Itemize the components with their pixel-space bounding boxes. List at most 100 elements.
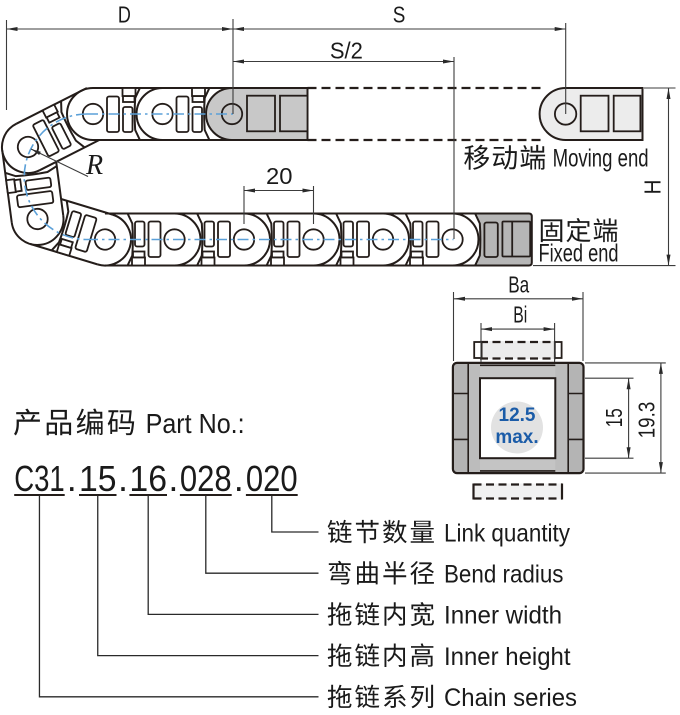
fixed-end-label: Fixed end	[539, 218, 619, 268]
callout-label-zh	[327, 684, 434, 709]
chain-link	[29, 198, 132, 267]
link-pin-hole	[16, 135, 40, 159]
link-slot-narrow	[64, 210, 82, 238]
dimension-lines-height	[533, 87, 676, 267]
fixed-end-bracket-outline	[473, 212, 533, 267]
part-no-callout-lines	[38, 495, 319, 698]
part-no-underline	[14, 494, 65, 496]
chain-link	[244, 212, 341, 267]
link-pin-hole	[26, 207, 49, 231]
arrowhead	[666, 254, 671, 266]
part-no-segment: 16	[129, 458, 167, 499]
crossbar-end-cap	[553, 341, 563, 359]
link-disc-arc	[1, 122, 41, 174]
part-no-segment: 15	[79, 458, 117, 499]
part-no-dot: .	[67, 458, 77, 499]
end-link-slot	[279, 94, 309, 133]
part-no-segment: 028	[180, 458, 232, 499]
link-latch-inner	[191, 95, 205, 103]
max-diameter-circle	[491, 401, 543, 454]
moving-end-label: Moving end	[464, 145, 649, 173]
moving-end-label-en: Moving end	[553, 145, 649, 173]
link-slot-narrow	[122, 106, 134, 133]
end-link-slot	[246, 94, 276, 133]
fixed-end-slot	[501, 220, 532, 258]
radius-leader-line	[30, 148, 89, 177]
part-no-heading-en: Part No.:	[146, 408, 245, 439]
link-slot-wide	[16, 190, 55, 209]
dim-label-ba: Ba	[508, 272, 530, 298]
fixed-end-label-en: Fixed end	[539, 240, 619, 268]
link-slot-narrow	[134, 220, 146, 248]
fixed-end-bracket-detail	[473, 212, 533, 267]
cross-section-detail-lines	[452, 362, 584, 474]
centerline-path	[23, 113, 454, 241]
part-no-segment: C31	[14, 458, 64, 499]
extension-lines-top	[5, 19, 567, 239]
chain-centerline	[23, 113, 454, 241]
link-latch-outer	[270, 256, 285, 267]
part-no-leader-line	[271, 495, 319, 533]
max-diameter-value: 12.5	[499, 405, 536, 426]
link-latch-outer	[200, 256, 216, 267]
arrowhead	[31, 149, 41, 155]
arrowhead	[6, 27, 18, 31]
arrowhead	[658, 462, 663, 474]
dimension-lines-ba	[452, 292, 584, 361]
link-latch-outer	[55, 243, 73, 257]
callout-label-en: Bend radius	[444, 561, 564, 589]
arrowhead	[666, 88, 671, 99]
arrowhead	[626, 447, 631, 459]
dimension-arrowheads	[6, 27, 671, 474]
arrowhead	[244, 188, 255, 193]
fixed-end-slot	[483, 221, 499, 258]
callout-label-en: Inner height	[444, 643, 571, 671]
cross-section-left-inner-strip	[468, 362, 480, 474]
dim-label-d: D	[118, 2, 131, 28]
moving-end-bracket	[538, 87, 644, 141]
callout-label-en: Inner width	[444, 602, 562, 630]
dimension-lines-top	[6, 28, 566, 192]
part-no-heading-zh	[14, 408, 135, 436]
part-no-dot: .	[234, 458, 244, 499]
link-slot-narrow	[273, 220, 285, 248]
arrowhead	[222, 27, 233, 31]
chain-link	[66, 87, 163, 141]
dim-label-inner-height: 15	[601, 408, 627, 427]
part-no-leader-line	[147, 495, 319, 616]
part-no-callouts: Link quantity Bend radius Inner width In…	[327, 519, 577, 712]
crossbar-top-dashes	[480, 340, 556, 360]
callout-label-zh	[327, 519, 434, 544]
cross-section-view: 12.5 max. Ba Bi 15 19.3	[451, 272, 666, 500]
callout-label-zh	[327, 602, 434, 627]
dim-label-pitch: 20	[266, 163, 293, 189]
arrowhead	[658, 362, 663, 374]
crossbar-top-dashed	[473, 340, 563, 360]
part-no-dot: .	[168, 458, 178, 499]
dimension-lines-bi	[480, 323, 556, 362]
link-latch-outer	[409, 256, 424, 267]
arrowhead	[554, 27, 566, 31]
link-latch-outer	[131, 256, 146, 267]
part-no-leader-line	[97, 495, 319, 657]
link-disc-arc	[452, 212, 480, 267]
chain-side-view	[1, 86, 644, 267]
callout-label-en: Link quantity	[444, 519, 570, 547]
callout-label-zh	[328, 560, 434, 585]
part-no-segment: 020	[246, 458, 298, 499]
part-no-underline	[179, 494, 232, 496]
crossbar-bottom-ends	[472, 483, 564, 500]
arrowhead	[626, 378, 631, 390]
fixed-end-label-zh	[540, 218, 618, 243]
chain-dashed-continuation	[307, 86, 545, 142]
link-slot-wide	[74, 214, 98, 253]
crossbar-bottom-dashed	[472, 483, 564, 500]
link-slot-narrow	[342, 220, 354, 248]
part-no-underline	[129, 494, 167, 496]
link-latch-outer	[191, 87, 206, 97]
arrowhead	[233, 27, 244, 31]
moving-end-slot	[612, 94, 642, 133]
arrowhead	[572, 296, 583, 301]
max-diameter-suffix: max.	[495, 427, 538, 448]
